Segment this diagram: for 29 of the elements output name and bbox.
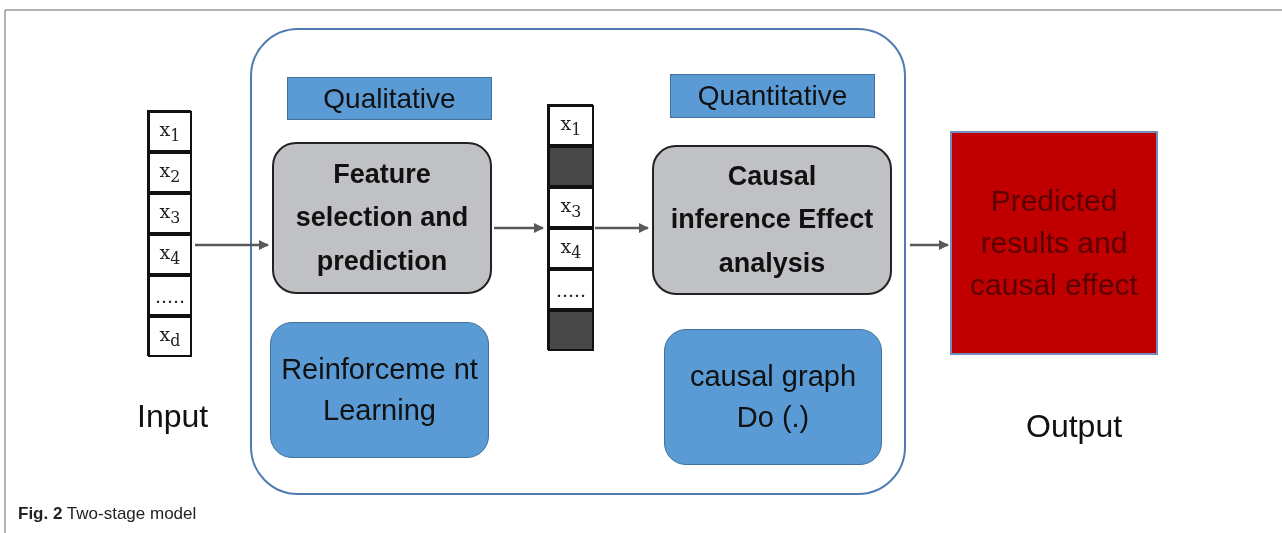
masked-cell bbox=[548, 310, 594, 351]
vector-cell: x$_{1}$ bbox=[548, 105, 594, 146]
vector-stack bbox=[547, 104, 593, 350]
vector-cell: x$_{3}$ bbox=[548, 187, 594, 228]
process-box: Feature selection and prediction bbox=[272, 142, 492, 294]
masked-cell bbox=[548, 146, 594, 187]
vector-cell: x$_{2}$ bbox=[148, 152, 192, 193]
process-box: Causal inference Effect analysis bbox=[652, 145, 892, 295]
vector-cell: x$_{1}$ bbox=[148, 111, 192, 152]
arrow bbox=[195, 240, 269, 250]
arrow bbox=[494, 223, 544, 233]
stage-tag: Quantitative bbox=[670, 74, 875, 118]
vector-cell: ..... bbox=[148, 275, 192, 316]
method-box: causal graph Do (.) bbox=[664, 329, 882, 465]
vector-cell: x$_{d}$ bbox=[148, 316, 192, 357]
figure-caption: Fig. 2 Two-stage model bbox=[18, 504, 197, 524]
axis-label: Input bbox=[137, 398, 209, 435]
rounded-container bbox=[250, 28, 906, 495]
method-box: Reinforceme nt Learning bbox=[270, 322, 489, 458]
stage-tag: Qualitative bbox=[287, 77, 492, 120]
arrow bbox=[595, 223, 649, 233]
vector-cell: x$_{4}$ bbox=[548, 228, 594, 269]
vector-stack bbox=[147, 110, 191, 356]
axis-label: Output bbox=[1026, 408, 1123, 445]
vector-cell: x$_{3}$ bbox=[148, 193, 192, 234]
vector-cell: x$_{4}$ bbox=[148, 234, 192, 275]
vector-cell: ..... bbox=[548, 269, 594, 310]
arrow bbox=[910, 240, 949, 250]
output-box: Predicted results and causal effect bbox=[950, 131, 1158, 355]
